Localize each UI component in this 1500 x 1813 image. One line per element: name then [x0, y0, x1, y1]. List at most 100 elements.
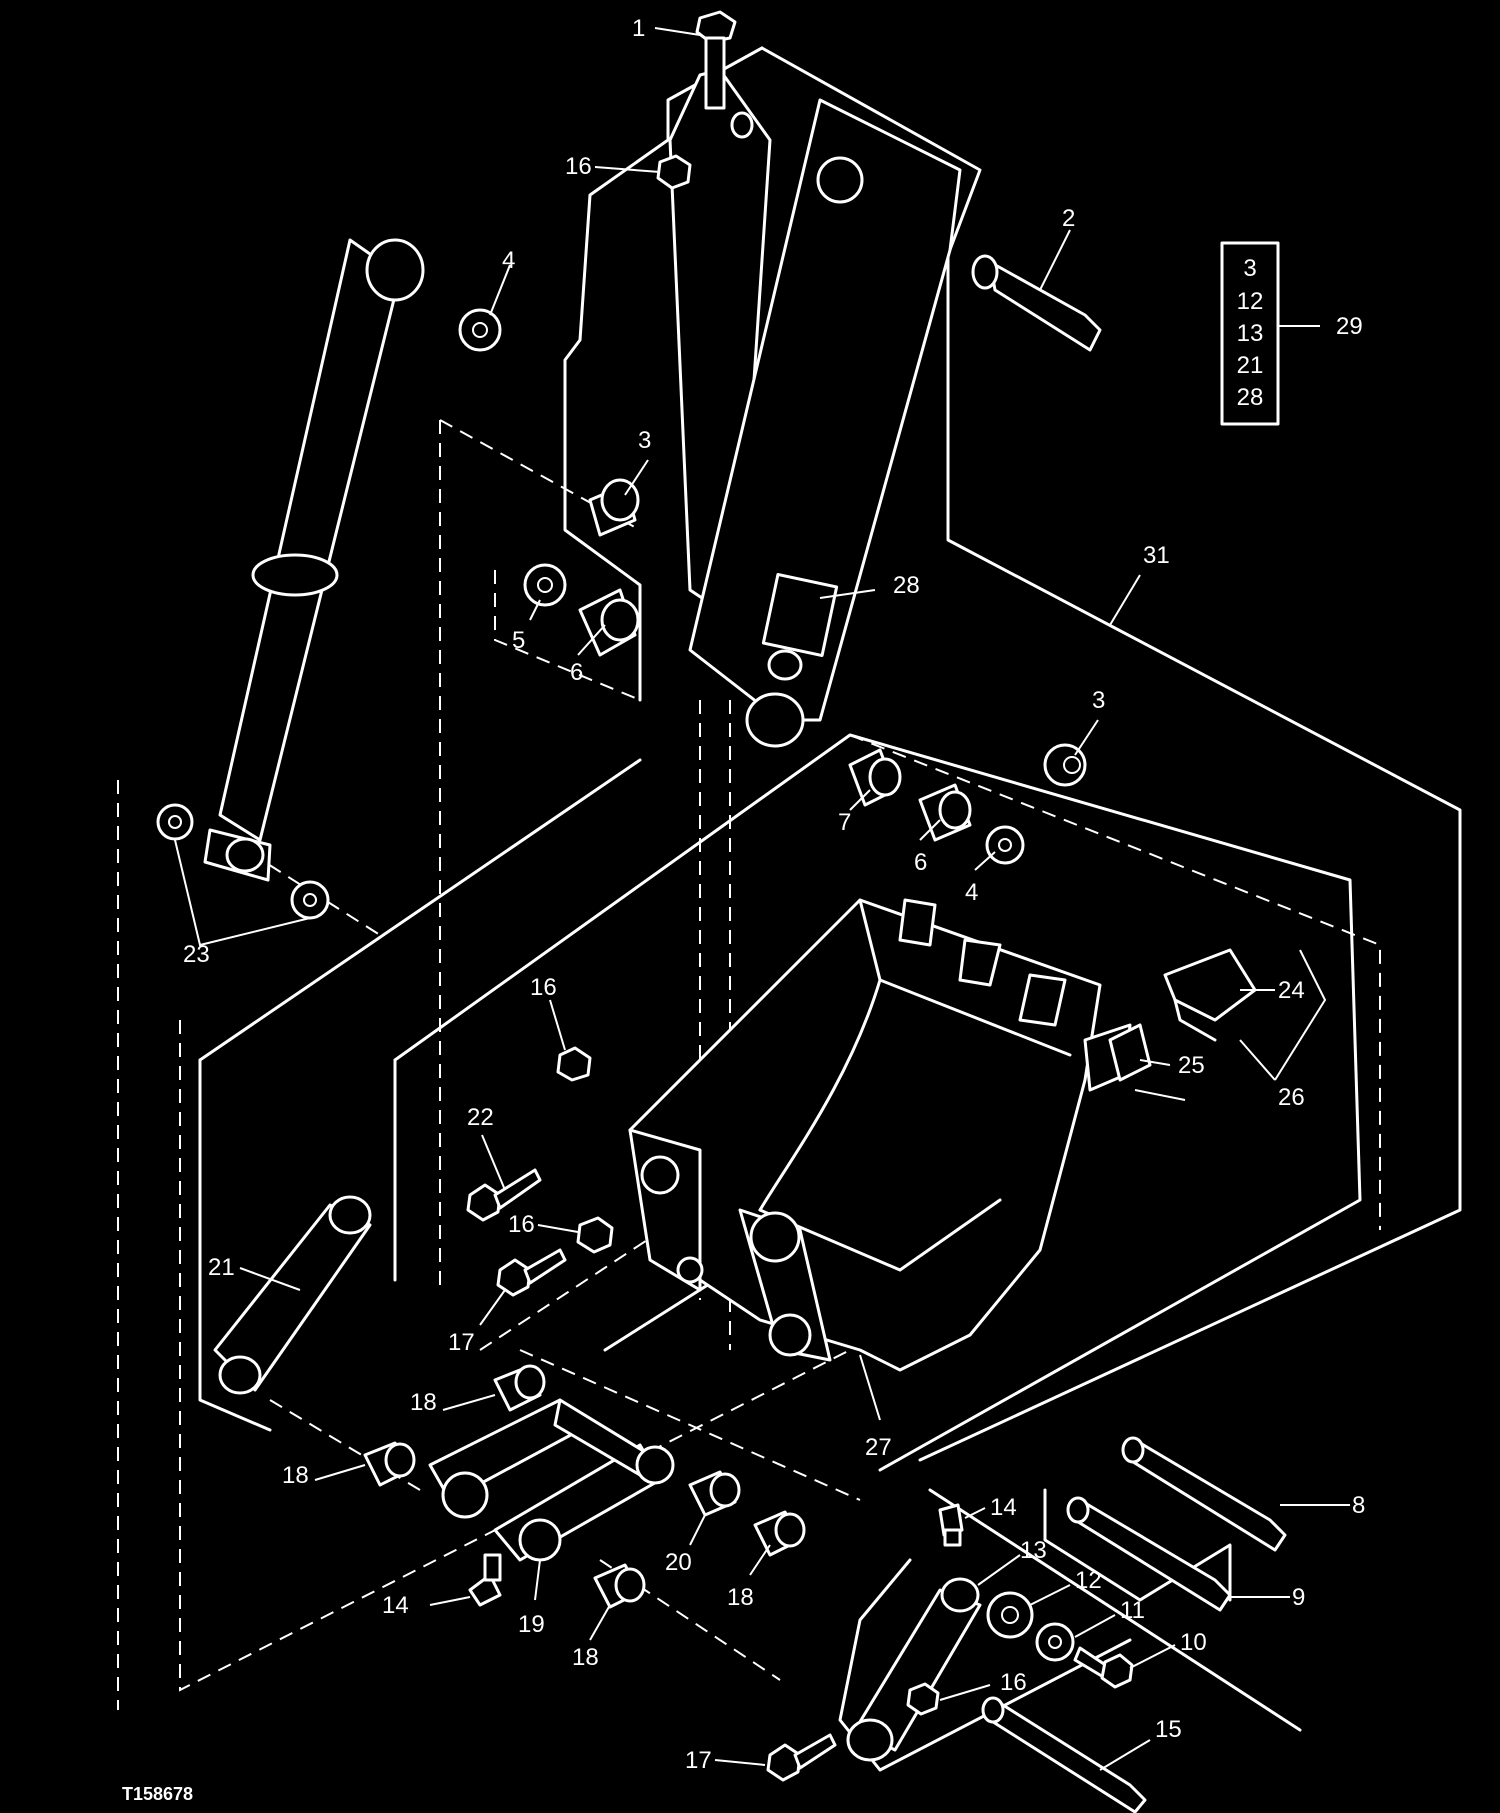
bucket-dash-right [849, 734, 1381, 1230]
nut-16-top [656, 154, 692, 190]
leader-15 [1099, 1739, 1151, 1771]
dash-guide-3 [179, 1020, 851, 1692]
bushing-18-c [753, 1510, 806, 1557]
callout-25: 25 [1178, 1052, 1205, 1079]
callout-31: 31 [1143, 542, 1170, 569]
grease-fitting-14-right [938, 1503, 964, 1547]
callout-7: 7 [838, 809, 851, 836]
bushing-18-d [593, 1563, 646, 1609]
callout-16-mid-b: 16 [508, 1211, 535, 1238]
callout-4-mid: 4 [965, 879, 978, 906]
callout-16-top: 16 [565, 153, 592, 180]
callout-22: 22 [467, 1104, 494, 1131]
hydraulic-cylinder [203, 238, 425, 882]
link-21 [213, 1195, 372, 1395]
washers-23 [156, 803, 330, 920]
callout-13: 13 [1020, 1537, 1047, 1564]
link-frame-left [198, 1058, 272, 1432]
callout-14-left: 14 [382, 1592, 409, 1619]
leader-14-left [429, 1596, 471, 1606]
leader-16-bottom [939, 1684, 991, 1701]
frame-pin-15 [928, 1488, 1302, 1732]
leader-21 [239, 1267, 301, 1291]
leader-7 [849, 789, 871, 811]
bushing-7 [848, 748, 902, 807]
kit-box: 3 12 13 21 28 29 [1220, 241, 1363, 426]
callout-18-c: 18 [727, 1584, 754, 1611]
frame-link-13 [838, 1558, 1132, 1772]
leader-19 [534, 1559, 541, 1601]
washer-12 [986, 1591, 1034, 1639]
leader-4-mid [974, 851, 996, 871]
cylinder-top-eye [365, 238, 425, 302]
cylinder-collar [251, 553, 339, 597]
washer-4-left [458, 308, 502, 352]
washer-11 [1035, 1622, 1075, 1662]
bucket-inner-curve [758, 978, 882, 1212]
arm-bottom-bore [745, 692, 805, 748]
callout-28: 28 [893, 572, 920, 599]
adapter-25 [1108, 1023, 1152, 1082]
callout-24: 24 [1278, 977, 1305, 1004]
callout-5: 5 [512, 627, 525, 654]
callout-15: 15 [1155, 1716, 1182, 1743]
frame-pins-8-9 [1043, 1488, 1232, 1602]
bucket-tooth-2 [958, 938, 1002, 987]
pin-2-end [971, 254, 999, 290]
callout-19: 19 [518, 1611, 545, 1638]
bucket-ear-bore-top [749, 1211, 801, 1263]
leader-25 [1139, 1059, 1171, 1066]
callout-17-mid: 17 [448, 1329, 475, 1356]
callout-9: 9 [1292, 1584, 1305, 1611]
leader-5 [529, 599, 541, 621]
figure-reference-code: T158678 [122, 1784, 193, 1804]
tooth-24 [1163, 948, 1257, 1042]
bucket-tooth-3 [1018, 973, 1067, 1027]
washer-4-middle [985, 825, 1025, 865]
callout-16-mid-a: 16 [530, 974, 557, 1001]
leader-3-upper [624, 459, 649, 496]
leader-3-right [1074, 719, 1099, 756]
leader-16-mid-a [549, 999, 566, 1051]
grease-fitting-14-left [468, 1553, 502, 1607]
leader-4-left [489, 264, 511, 316]
bolt-10 [1073, 1646, 1134, 1689]
leader-17-mid [479, 1289, 506, 1326]
pin-9 [1066, 1496, 1232, 1612]
kit-item-2: 12 [1237, 288, 1264, 315]
callout-2: 2 [1062, 205, 1075, 232]
leader-18-c [749, 1544, 771, 1576]
kit-item-5: 28 [1237, 384, 1264, 411]
callout-17-bottom: 17 [685, 1747, 712, 1774]
arm-body [688, 98, 962, 722]
kit-box-frame [1220, 241, 1280, 426]
leader-28 [819, 589, 876, 599]
leader-14-right [964, 1507, 986, 1519]
arm-mid-bore [767, 649, 803, 681]
bucket-ear-bore-left [640, 1155, 680, 1195]
bolt-17-bottom [766, 1733, 837, 1782]
leader-18-d [589, 1604, 611, 1641]
frame-outline-upper [563, 46, 764, 702]
link-19 [428, 1398, 675, 1562]
callout-3-right: 3 [1092, 687, 1105, 714]
nut-16-middle-b [576, 1216, 614, 1254]
leader-26-bracket [1274, 949, 1327, 1081]
callout-18-b: 18 [282, 1462, 309, 1489]
bolt-1 [695, 10, 737, 110]
callout-16-bottom: 16 [1000, 1669, 1027, 1696]
leader-22 [481, 1134, 506, 1191]
kit-item-1: 3 [1243, 255, 1256, 282]
dash-lower-mid [519, 1349, 861, 1501]
leader-23 [174, 839, 311, 947]
callout-1: 1 [632, 15, 645, 42]
arm-grease-hole [730, 111, 754, 139]
leader-1 [654, 27, 701, 36]
pin-15 [981, 1696, 1147, 1813]
bushing-20 [688, 1470, 741, 1517]
leader-20 [689, 1514, 706, 1546]
bucket-ear-bore-bottom [768, 1313, 812, 1357]
leader-6-mid [919, 819, 941, 841]
leader-12 [1029, 1584, 1071, 1606]
